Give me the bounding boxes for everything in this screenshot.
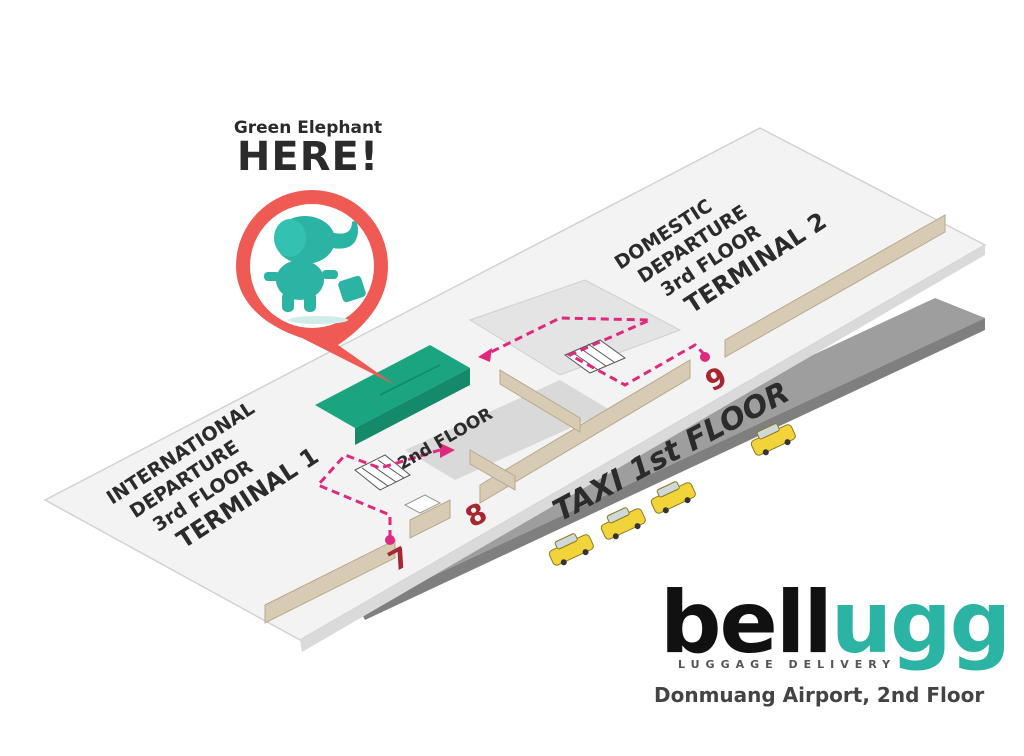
store-callout: Green Elephant HERE! [208, 118, 408, 180]
terminal-1-label: INTERNATIONAL DEPARTURE 3rd FLOOR TERMIN… [103, 397, 324, 554]
taxi-icon [750, 423, 796, 456]
wall-stub [469, 449, 516, 491]
logo-wordmark: bellugg [660, 580, 1011, 666]
terminal-2-label: DOMESTIC DEPARTURE 3rd FLOOR TERMINAL 2 [611, 195, 832, 319]
taxi-icon [600, 507, 646, 540]
taxi-icon [548, 533, 594, 566]
logo-word-teal: ugg [830, 573, 1011, 673]
route-arrow-left [440, 443, 455, 458]
logo-word-dark: bell [660, 573, 833, 673]
logo-tagline: LUGGAGE DELIVERY [678, 658, 897, 671]
atrium-area [468, 279, 682, 376]
callout-title: HERE! [236, 134, 380, 180]
taxi-icon [650, 481, 696, 514]
wall-front-right [724, 214, 946, 358]
wall-divider [499, 369, 581, 433]
elephant-icon [264, 216, 366, 324]
escalator-left [354, 454, 411, 491]
wall-front-left [264, 539, 396, 624]
floor-slab-edge [300, 245, 985, 652]
location-caption: Donmuang Airport, 2nd Floor [654, 683, 985, 707]
green-elephant-store [315, 345, 470, 428]
route-arrow-right [478, 348, 492, 362]
taxi-road-edge [360, 318, 985, 620]
gate-9-dot [700, 352, 710, 362]
gate-7-dot [385, 535, 395, 545]
bellugg-logo: bellugg LUGGAGE DELIVERY Donmuang Airpor… [654, 580, 1011, 707]
callout-subtitle: Green Elephant [233, 118, 383, 138]
kiosk [409, 499, 451, 539]
walking-route [315, 316, 707, 538]
wall-center-long [479, 359, 691, 504]
